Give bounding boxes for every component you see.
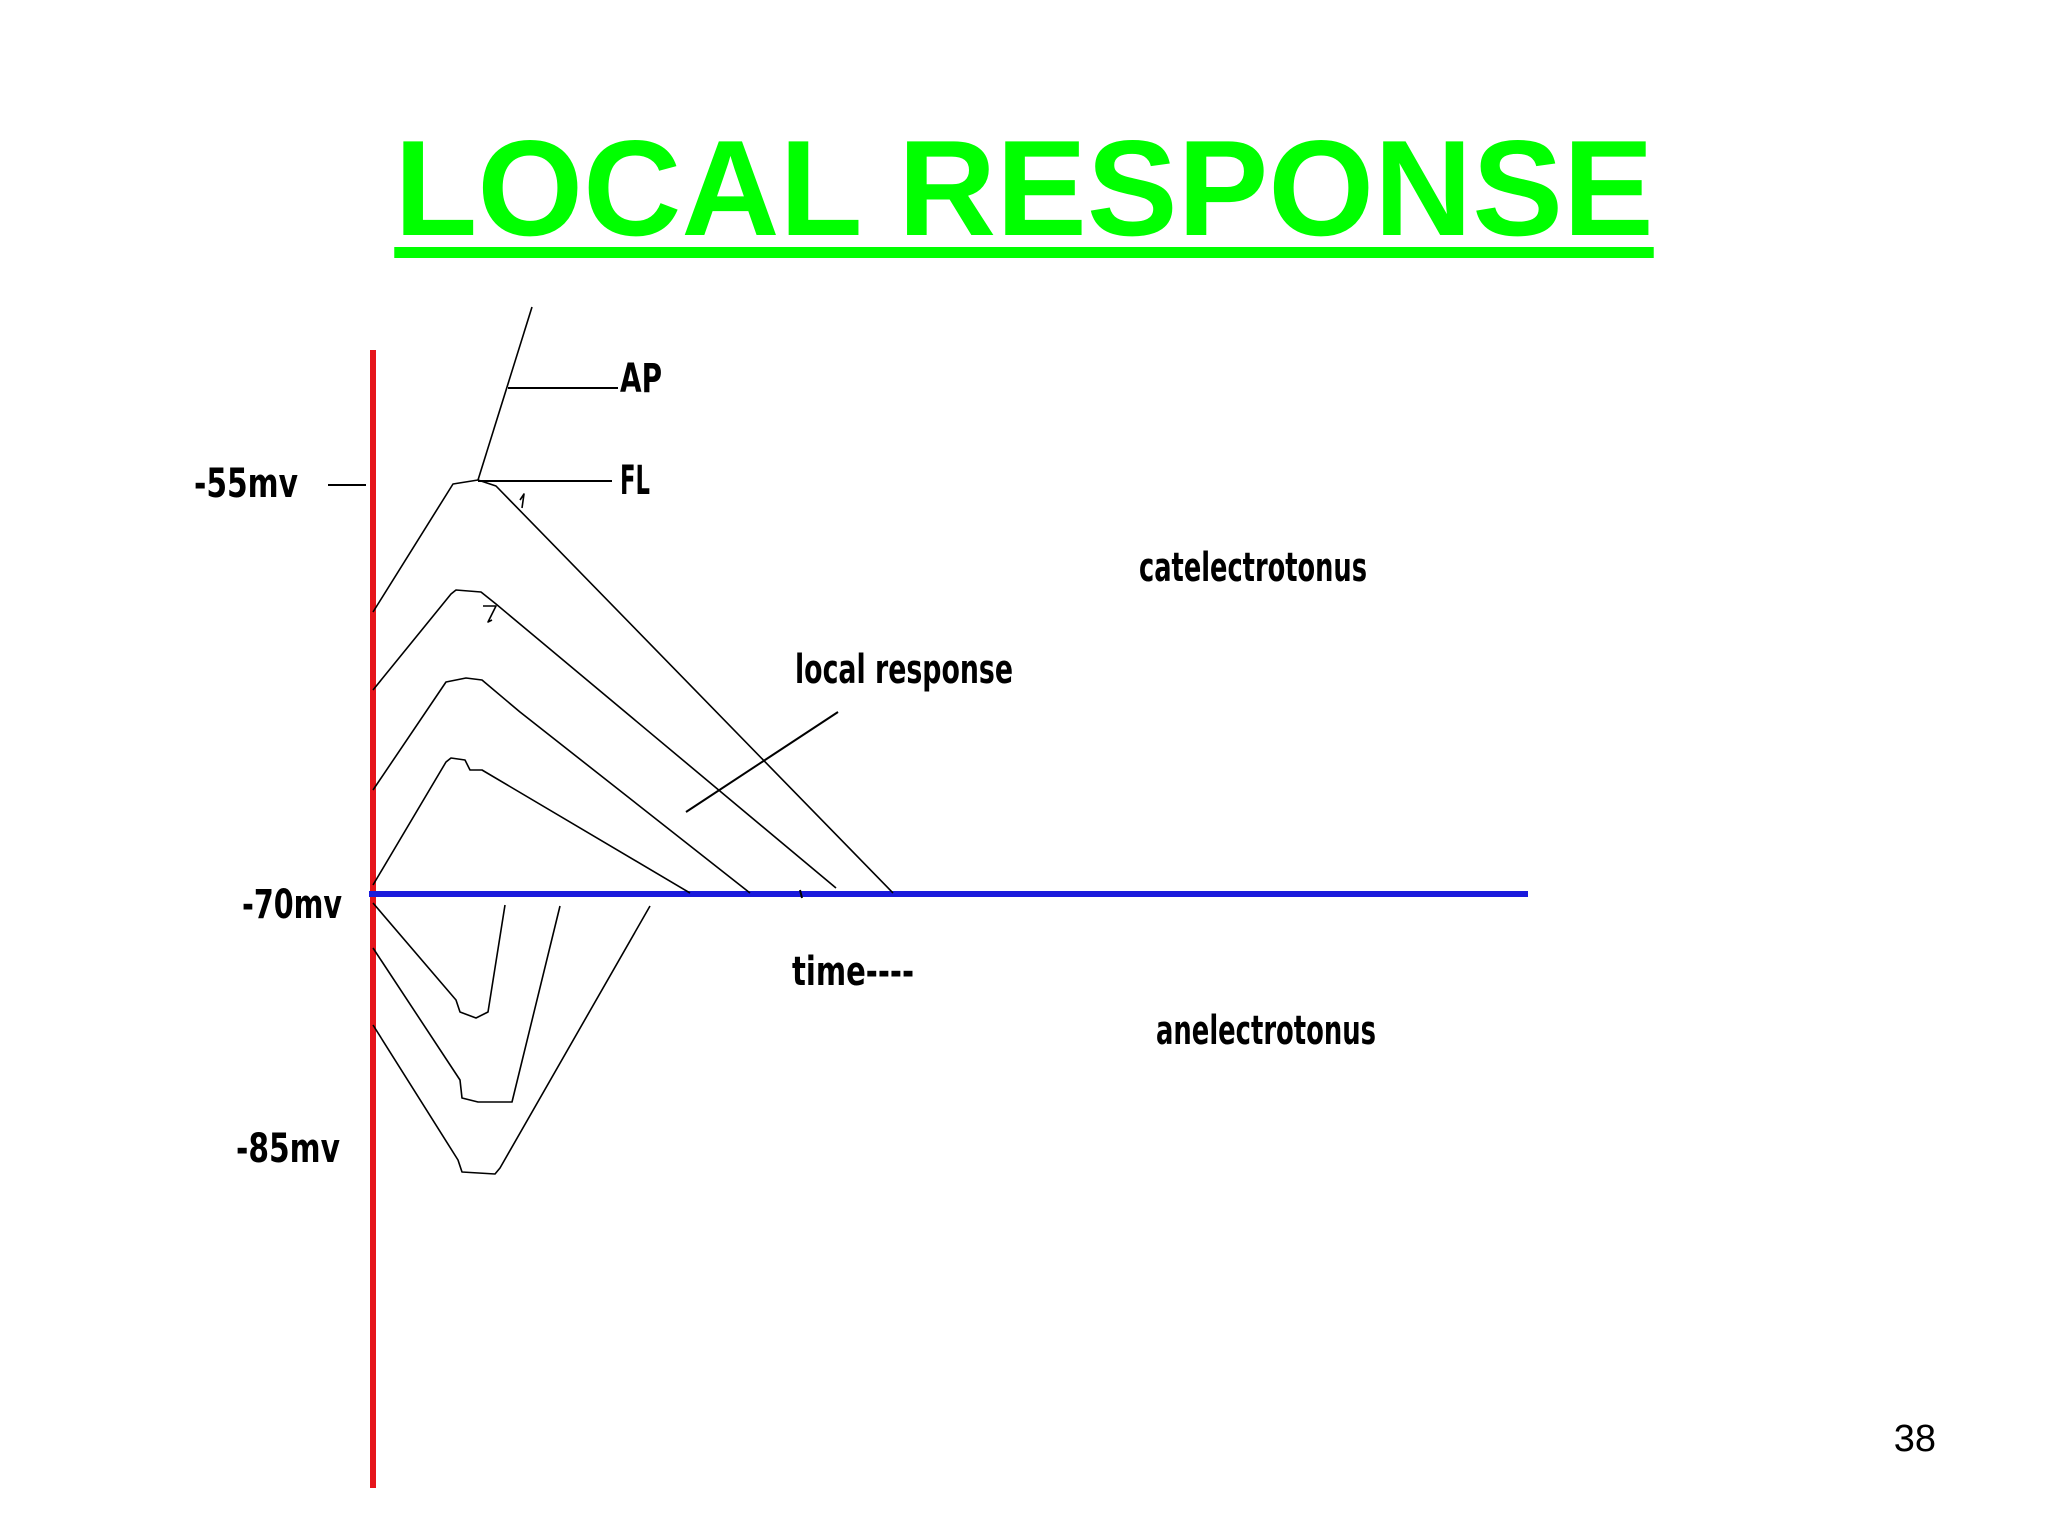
label-ap: AP xyxy=(620,356,662,402)
label-catelectrotonus: catelectrotonus xyxy=(1139,545,1367,591)
y-label-minus55: -55mv xyxy=(194,461,298,507)
page-number: 38 xyxy=(1893,1418,1936,1460)
curve-hyperpol-1 xyxy=(372,902,506,1019)
y-label-minus85: -85mv xyxy=(236,1126,340,1172)
label-local-response: local response xyxy=(795,647,1013,693)
curve-hyperpol-2 xyxy=(372,905,561,1103)
curve-firing-level-notch xyxy=(519,493,525,509)
y-label-minus70: -70mv xyxy=(242,882,342,928)
curve-hyperpol-3 xyxy=(372,905,651,1175)
curve-action-potential xyxy=(477,306,533,481)
slide-title: LOCAL RESPONSE xyxy=(394,112,1654,264)
baseline-tick-mark xyxy=(799,889,803,899)
curve-local-response-3 xyxy=(372,677,751,894)
label-fl: FL xyxy=(620,458,650,504)
local-response-leader-line xyxy=(685,711,839,813)
label-anelectrotonus: anelectrotonus xyxy=(1156,1008,1376,1054)
curve-local-response-2 xyxy=(372,589,837,889)
curve-local-response-2-notch xyxy=(483,605,497,623)
label-time: time---- xyxy=(792,949,914,995)
curve-local-response-4 xyxy=(372,757,691,894)
